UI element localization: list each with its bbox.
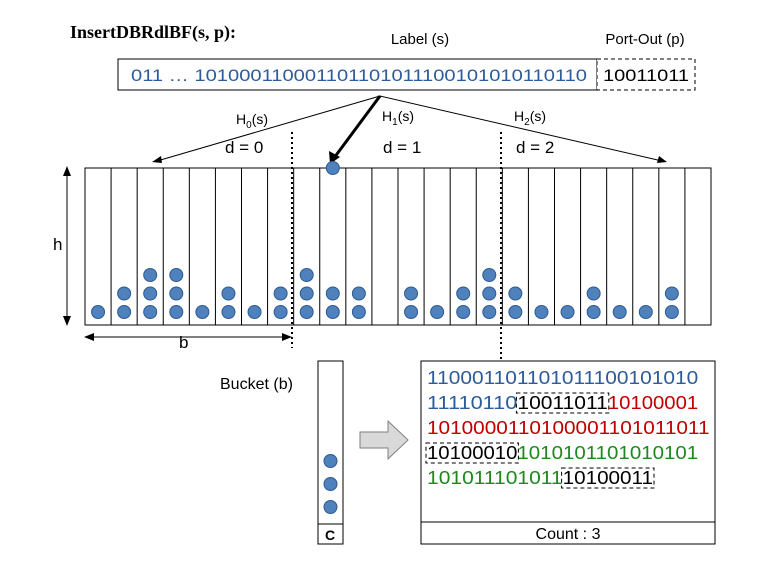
diagram-title: InsertDBRdlBF(s, p):: [70, 22, 236, 43]
bucket-item-dot: [404, 305, 419, 319]
bucket-item-dot: [221, 305, 236, 319]
bit-segment: 101011101011: [427, 468, 563, 488]
bucket-detail-dot: [323, 454, 338, 468]
bucket-detail: [317, 360, 344, 545]
bucket-detail-dot: [323, 500, 338, 514]
port-box: [596, 58, 696, 91]
bucket-item-dot: [221, 286, 236, 301]
hash-1-label: H1(s): [382, 108, 414, 128]
bucket-item-dot: [664, 286, 679, 301]
bucket-item-dot: [404, 286, 419, 301]
bucket-item-dot: [273, 286, 288, 301]
partition-1-label: d = 1: [383, 138, 421, 157]
bit-segment: 10100010: [427, 443, 517, 463]
bucket-item-dot: [638, 305, 653, 319]
hash-0-label: H0(s): [236, 111, 268, 131]
bucket-item-dot: [586, 286, 601, 301]
bucket-item-dot: [482, 268, 497, 282]
label-heading: Label (s): [391, 31, 449, 48]
label-box: [117, 58, 598, 91]
hash-0-arrow: [156, 95, 381, 162]
bucket-item-dot: [325, 286, 340, 301]
count-box: [420, 521, 716, 545]
partition-0-label: d = 0: [225, 138, 263, 157]
bit-segment: 110001101101011100101010: [427, 368, 698, 388]
bucket-item-dot: [430, 305, 445, 319]
bucket-item-dot: [508, 305, 523, 319]
bit-segment: 1010101101010101: [517, 443, 698, 463]
bucket-detail-frame: [317, 360, 344, 525]
bit-segment: 11110110: [427, 393, 517, 413]
bucket-item-dot: [169, 286, 184, 301]
bucket-item-dot: [351, 286, 366, 301]
bucket-item-dot: [456, 305, 471, 319]
hash-1-arrowhead: [329, 151, 340, 164]
count-text: Count : 3: [536, 526, 601, 543]
bit-segment: 10011011: [517, 393, 607, 413]
bucket-item-dot: [299, 305, 314, 319]
bucket-item-dot: [508, 286, 523, 301]
bucket-item-dot: [143, 305, 158, 319]
bucket-item-dot: [560, 305, 575, 319]
bucket-contents-box: [420, 360, 716, 523]
hash-2-arrow: [379, 95, 663, 162]
width-arrow: [84, 333, 292, 341]
bucket-item-dot: [351, 305, 366, 319]
bucket-item-dot: [143, 268, 158, 282]
bucket-item-dot: [169, 268, 184, 282]
expand-arrow-icon: [359, 419, 409, 461]
bucket-item-dot: [299, 286, 314, 301]
width-label: b: [179, 333, 188, 352]
bucket-item-dot: [482, 305, 497, 319]
height-label: h: [53, 235, 62, 254]
hash-arrows: [152, 95, 667, 164]
bit-segment: 10100011: [563, 468, 653, 488]
bucket-item-dot: [117, 286, 132, 301]
height-arrow: [63, 166, 71, 326]
bucket-item-dot: [143, 286, 158, 301]
bucket-item-dot: [612, 305, 627, 319]
bucket-item-dot: [273, 305, 288, 319]
port-bits: 10011011: [603, 66, 689, 85]
bucket-label: Bucket (b): [220, 376, 293, 393]
hash-1-arrow: [332, 95, 382, 159]
bit-segment: 10100001: [608, 393, 698, 413]
bucket-item-dot: [664, 305, 679, 319]
label-bits: 011 … 1010001100011011010111001010101101…: [131, 66, 587, 85]
bucket-item-dot: [91, 305, 106, 319]
bit-segment: 1010000110100001101011011: [427, 418, 710, 438]
inserted-item-dot: [325, 161, 340, 175]
hash-2-arrowhead: [657, 156, 667, 163]
port-heading: Port-Out (p): [605, 31, 684, 48]
bucket-item-dot: [586, 305, 601, 319]
bucket-item-dot: [195, 305, 210, 319]
counter-cell: [317, 523, 344, 545]
bucket-item-dot: [169, 305, 184, 319]
bucket-item-dot: [117, 305, 132, 319]
bucket-item-dot: [299, 268, 314, 282]
partition-2-label: d = 2: [516, 138, 554, 157]
bucket-item-dot: [534, 305, 549, 319]
hash-2-label: H2(s): [514, 108, 546, 128]
bucket-item-dot: [456, 286, 471, 301]
bucket-item-dot: [325, 305, 340, 319]
bucket-detail-dot: [323, 477, 338, 491]
hash-0-arrowhead: [152, 156, 162, 163]
counter-label: C: [325, 527, 335, 543]
bucket-item-dot: [247, 305, 262, 319]
bucket-item-dot: [482, 286, 497, 301]
bucket-array: [84, 161, 712, 326]
